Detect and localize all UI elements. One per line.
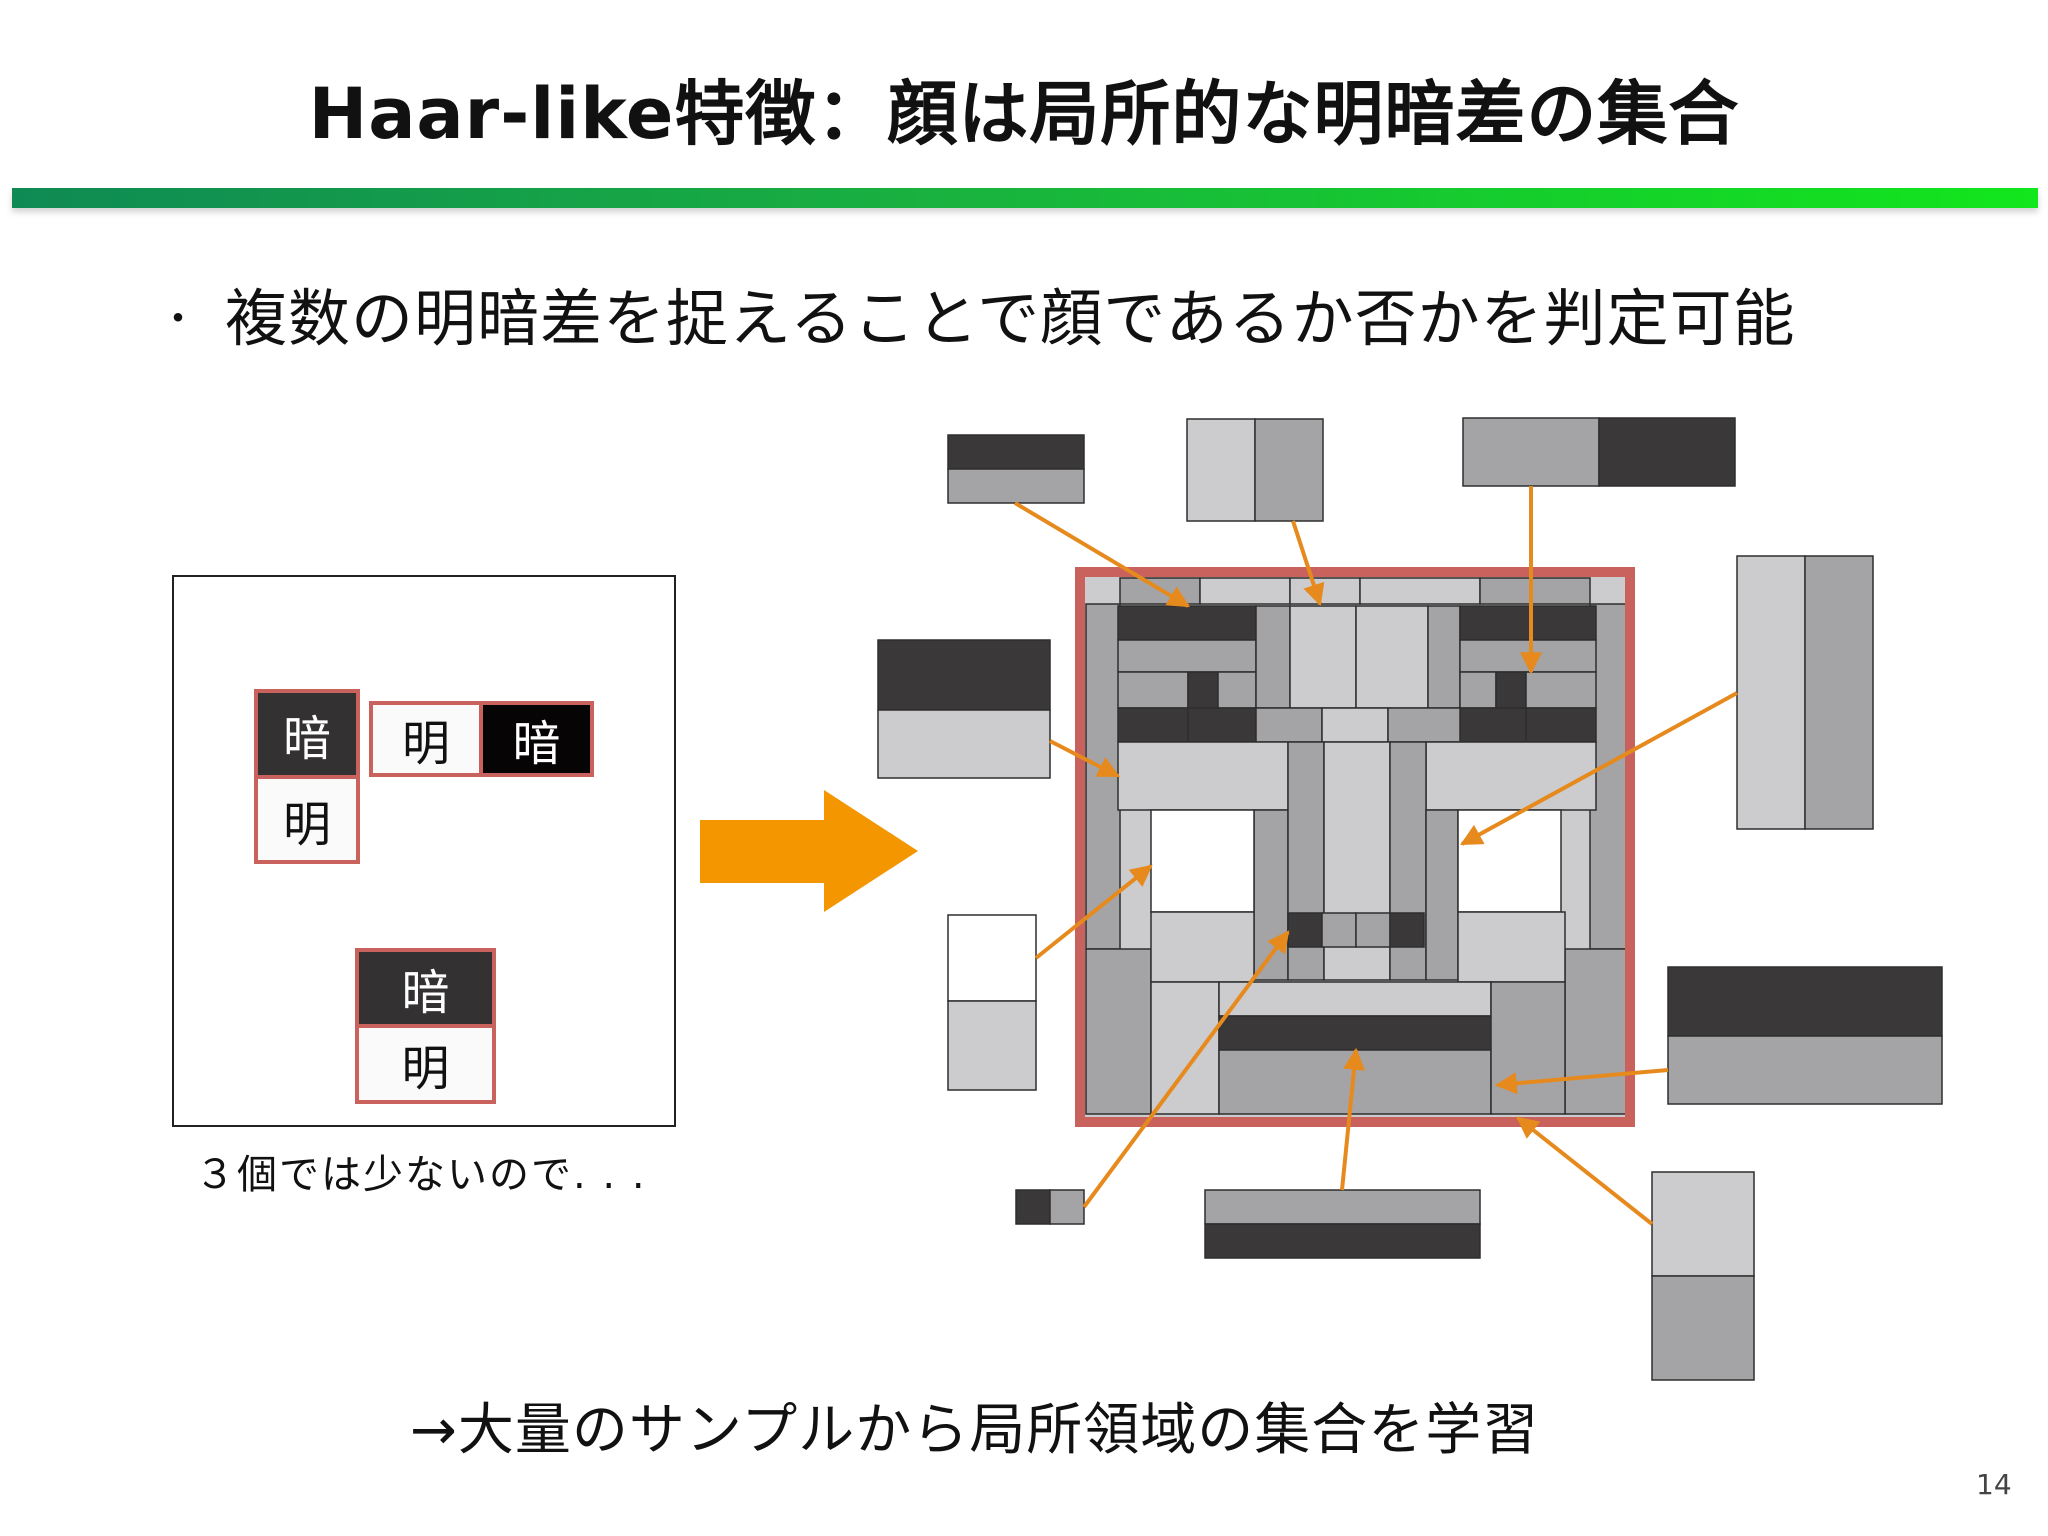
feature-e-light [1736,555,1806,830]
face-right-eye-white [1457,809,1562,913]
face-left-eye-white [1150,809,1255,913]
face-right-eye-upper-b [1495,671,1527,709]
face-left-lower-cheek [1150,981,1220,1115]
feature-templates [877,417,1943,1381]
face-right-brow [1459,605,1597,641]
face-right-eye-upper-c [1525,671,1597,709]
face-bridge-right [1387,707,1461,743]
example-caption: ３個では少ないので. . . [195,1152,647,1198]
face-left-eye-upper-c [1217,671,1257,709]
face-right-under-eye [1457,911,1566,983]
face-right-cheek-band [1425,741,1597,811]
feature-h-dark [1015,1189,1051,1225]
face-left-cheek-band [1117,741,1289,811]
feature-top-light-cell: 明 [254,775,360,864]
feature-b-light [1186,418,1256,522]
feature-top-dark-cell: 暗 [254,689,360,779]
pointer-arrow-e [1460,691,1738,846]
face-left-eye-a [1117,707,1189,743]
bullet-dot: ・ [158,296,198,342]
pointer-arrow-b [1291,520,1325,607]
face-forehead-center-right [1359,577,1481,605]
feature-g-dark [1667,966,1943,1037]
face-right-brow-gap [1427,605,1461,709]
face-left-brow-gap [1255,605,1291,709]
face-right-brow-lower [1459,639,1597,673]
feature-b-mid [1254,418,1324,522]
feature-f-white [947,914,1037,1002]
example-frame [172,575,676,1127]
feature-h-mid [1049,1189,1085,1225]
pointer-arrow-a [1013,501,1190,608]
face-window-frame [1075,567,1635,1127]
pointer-arrow-f [1034,864,1153,960]
feature-a-mid [947,468,1085,504]
face-center-forehead-a [1289,605,1357,709]
feature-c-dark [1598,417,1736,487]
pointer-arrow-j [1516,1116,1654,1226]
pointer-arrows [1013,486,1738,1226]
feature-j-light [1651,1171,1755,1277]
face-left-jaw [1085,948,1152,1115]
face-left-eye-upper-b [1187,671,1219,709]
face-left-brow-lower [1117,639,1257,673]
bullet-text: 複数の明暗差を捉えることで顔であるか否かを判定可能 [225,282,1796,355]
face-mosaic [1079,571,1631,1123]
pointer-arrow-h [1082,930,1290,1209]
face-nostril-center-right [1355,912,1391,948]
feature-horizontal-dark-cell: 暗 [479,701,594,777]
face-center-forehead-b [1355,605,1429,709]
face-right-lower-cheek [1490,981,1566,1115]
feature-e-mid [1804,555,1874,830]
large-orange-arrow [700,790,918,912]
feature-d-dark [877,639,1051,711]
page-number: 14 [1976,1468,2012,1501]
face-forehead-center-left [1199,577,1291,605]
feature-bottom-light-cell: 明 [355,1024,496,1104]
face-left-under-eye [1150,911,1255,983]
face-left-eye-upper-a [1117,671,1189,709]
face-right-eye-upper-a [1459,671,1497,709]
face-upper-lip [1218,981,1492,1017]
pointer-arrow-g [1494,1068,1669,1095]
conclusion-text: →大量のサンプルから局所領域の集合を学習 [410,1398,1540,1463]
face-forehead-right [1479,577,1591,605]
feature-i-mid [1204,1189,1481,1225]
title-underline-bar [12,188,2038,208]
face-nostril-center-left [1321,912,1357,948]
feature-d-light [877,709,1051,779]
face-nostril-right [1389,912,1425,948]
face-mouth [1218,1015,1492,1051]
face-forehead-center [1289,577,1361,605]
face-bridge-left [1255,707,1323,743]
feature-j-mid [1651,1275,1755,1381]
pointer-arrow-d [1049,739,1120,778]
pointer-arrow-i [1340,1047,1365,1191]
face-left-eye-b [1187,707,1257,743]
slide-title: Haar-like特徴：顔は局所的な明暗差の集合 [308,73,1740,155]
face-right-eye-a [1459,707,1527,743]
feature-i-dark [1204,1223,1481,1259]
face-bridge-center [1321,707,1389,743]
feature-c-mid [1462,417,1600,487]
face-nostril-left [1287,912,1323,948]
feature-g-mid [1667,1035,1943,1105]
face-nose-right-side [1425,809,1459,981]
face-right-jaw [1564,948,1629,1115]
feature-f-light [947,1000,1037,1091]
face-right-eye-b [1525,707,1597,743]
feature-a-dark [947,434,1085,470]
face-left-brow [1117,605,1257,641]
